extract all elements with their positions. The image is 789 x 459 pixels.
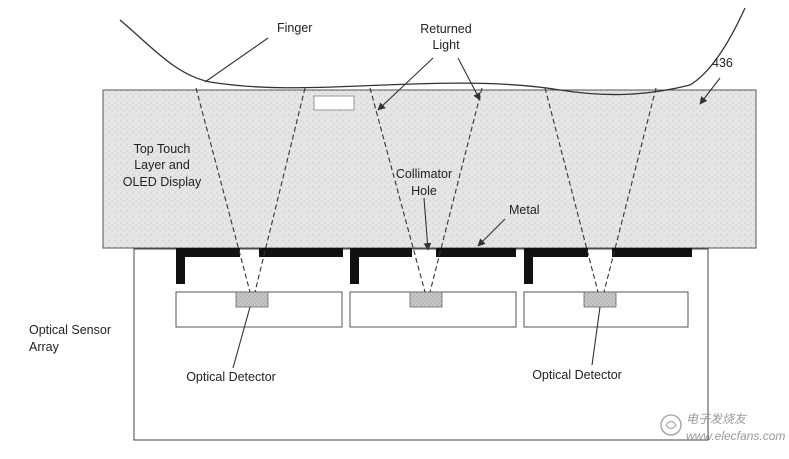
display-notch bbox=[313, 95, 355, 111]
label-collimator-1: Collimator bbox=[396, 167, 452, 181]
label-detector-right: Optical Detector bbox=[532, 368, 622, 382]
optical-detector-1 bbox=[235, 291, 269, 308]
leader-lines bbox=[204, 37, 721, 369]
optical-detector-3 bbox=[583, 291, 617, 308]
watermark: 电子发烧友 www.elecfans.com bbox=[660, 412, 785, 443]
sensor-array-box bbox=[133, 248, 709, 441]
watermark-cn: 电子发烧友 bbox=[686, 412, 748, 426]
metal-unit-3 bbox=[524, 248, 692, 284]
metal-unit-1 bbox=[176, 248, 343, 284]
label-collimator-2: Hole bbox=[411, 184, 437, 198]
metal-unit-2 bbox=[350, 248, 516, 284]
watermark-logo-icon bbox=[660, 414, 682, 436]
light-cones bbox=[195, 87, 657, 293]
label-sensor-array-2: Array bbox=[29, 340, 60, 354]
label-returned-light-1: Returned bbox=[420, 22, 471, 36]
label-finger: Finger bbox=[277, 21, 312, 35]
label-top-layer-1: Top Touch bbox=[134, 142, 191, 156]
finger-outline bbox=[119, 7, 746, 96]
label-sensor-array-1: Optical Sensor bbox=[29, 323, 111, 337]
label-metal: Metal bbox=[509, 203, 540, 217]
label-detector-left: Optical Detector bbox=[186, 370, 276, 384]
label-top-layer-2: Layer and bbox=[134, 158, 190, 172]
label-ref-number: 436 bbox=[712, 56, 733, 70]
optical-detector-2 bbox=[409, 291, 443, 308]
oled-display-layer bbox=[102, 89, 757, 249]
label-top-layer-3: OLED Display bbox=[123, 175, 202, 189]
label-returned-light-2: Light bbox=[432, 38, 460, 52]
watermark-url: www.elecfans.com bbox=[686, 429, 785, 443]
